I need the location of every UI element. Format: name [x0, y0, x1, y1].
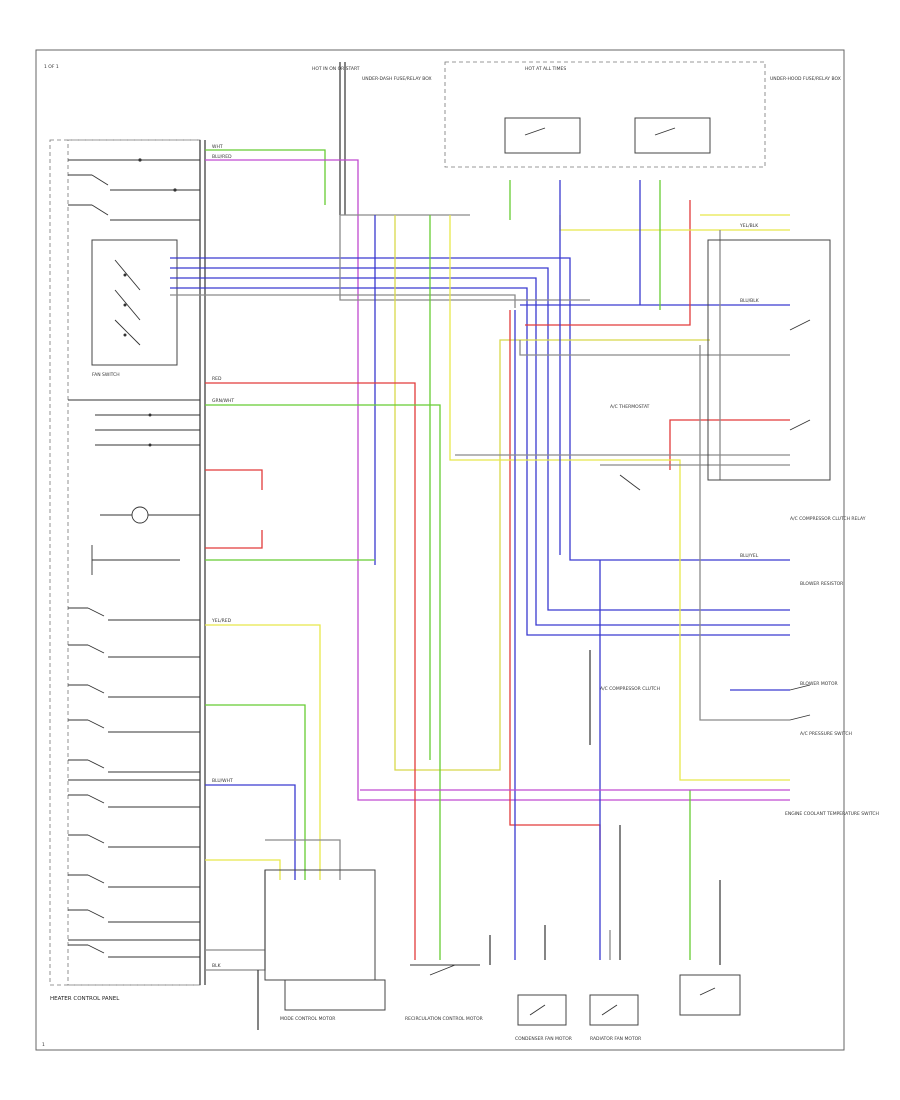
hot-at-all-times-label: HOT AT ALL TIMES	[525, 66, 566, 72]
pressure-switch-label: A/C PRESSURE SWITCH	[800, 731, 852, 737]
wire-green-4	[205, 704, 306, 880]
condenser-fan-motor	[517, 994, 567, 1026]
radiator-fan-relay	[634, 117, 711, 154]
wire-gray-1	[170, 294, 516, 308]
mode-switches	[68, 399, 200, 447]
wire-blue-4	[170, 287, 790, 636]
wire-blue-6	[205, 784, 296, 880]
wire-yellow-4	[449, 215, 790, 781]
fuse-boxes: HOT IN ON OR START UNDER-DASH FUSE/RELAY…	[312, 61, 841, 215]
underhood-box-outline	[444, 61, 766, 168]
wire-label-grn-wht: GRN/WHT	[212, 398, 234, 404]
recirc-motor-label: RECIRCULATION CONTROL MOTOR	[405, 1016, 483, 1022]
wire-label-blu-red: BLU/RED	[212, 154, 232, 160]
heater-control-panel: FAN SWITCH	[49, 139, 206, 1002]
wire-blue-2	[170, 267, 790, 611]
wire-label-yel-blk: YEL/BLK	[739, 223, 759, 229]
wire-yellow-2	[205, 624, 321, 880]
wire-green	[205, 149, 326, 205]
wire-label-blk: BLK	[212, 963, 222, 969]
wire-label-red: RED	[212, 376, 222, 382]
thermostat-label: A/C THERMOSTAT	[610, 404, 650, 410]
wire-red-5	[509, 310, 601, 850]
condenser-fan-relay	[504, 117, 581, 154]
compressor-relay-label: A/C COMPRESSOR CLUTCH RELAY	[790, 516, 866, 522]
page-id: 1	[42, 1042, 45, 1048]
condenser-fan-motor-label: CONDENSER FAN MOTOR	[515, 1036, 572, 1042]
radiator-fan-motor-label: RADIATOR FAN MOTOR	[590, 1036, 641, 1042]
radiator-fan-motor	[589, 994, 639, 1026]
hot-in-run-label: HOT IN ON OR START	[312, 66, 360, 72]
wire-label-blu-blk: BLU/BLK	[740, 298, 760, 304]
fan-switch: FAN SWITCH	[91, 239, 178, 378]
wire-yellow-main	[394, 215, 710, 771]
fan-switch-label: FAN SWITCH	[92, 372, 120, 378]
function-switches	[68, 545, 200, 958]
heater-control-panel-label: HEATER CONTROL PANEL	[50, 996, 120, 1002]
fan-switch-outline	[91, 239, 178, 366]
wire-red-1	[205, 382, 416, 960]
wire-blue-3	[170, 277, 790, 626]
mode-control-motor-label: MODE CONTROL MOTOR	[280, 1016, 335, 1022]
illumination-bulb-icon	[100, 506, 200, 524]
wire-label-yel-red: YEL/RED	[211, 618, 232, 624]
underhood-box-label: UNDER-HOOD FUSE/RELAY BOX	[770, 76, 841, 82]
mode-control-motor	[264, 869, 376, 981]
panel-switch-1	[68, 158, 200, 221]
wire-red-4	[669, 419, 790, 470]
heater-control-panel-outline	[67, 139, 201, 986]
wire-yellow-3	[205, 859, 281, 880]
wire-red-2	[205, 469, 263, 490]
blower-motor-relay-box	[707, 239, 831, 481]
wiring	[170, 149, 790, 1030]
wire-color-labels: WHT BLU/RED RED GRN/WHT YEL/RED BLU/WHT …	[211, 144, 760, 969]
diagram-border	[35, 49, 845, 1051]
blower-motor-label: BLOWER MOTOR	[800, 681, 838, 687]
wire-label-blu-wht: BLU/WHT	[212, 778, 233, 784]
right-components: A/C COMPRESSOR CLUTCH RELAY BLOWER RESIS…	[600, 239, 879, 817]
coolant-switch-label: ENGINE COOLANT TEMPERATURE SWITCH	[785, 811, 879, 817]
wire-violet	[205, 159, 790, 801]
sheet-note: 1 OF 1	[44, 64, 59, 70]
blower-resistor-label: BLOWER RESISTOR	[800, 581, 843, 587]
under-dash-box-label: UNDER-DASH FUSE/RELAY BOX	[362, 76, 432, 82]
wire-red-3	[205, 530, 263, 549]
wire-green-2	[205, 404, 441, 960]
wire-label-blu-yel: BLU/YEL	[740, 553, 759, 559]
engine-coolant-switch	[679, 974, 741, 1016]
compressor-clutch-label: A/C COMPRESSOR CLUTCH	[600, 686, 660, 692]
recirc-motor: RECIRCULATION CONTROL MOTOR	[405, 964, 483, 1022]
wire-label-wht: WHT	[212, 144, 223, 150]
wire-blue-1	[170, 257, 790, 561]
bottom-components: MODE CONTROL MOTOR RECIRCULATION CONTROL…	[264, 869, 741, 1042]
